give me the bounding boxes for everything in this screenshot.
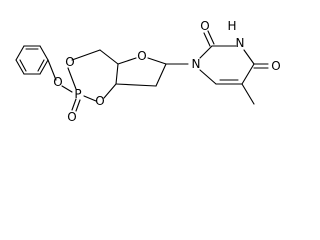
- phenyl-o-bond: [47, 59, 57, 81]
- molecule-drawing: O O P O O O N O H N O: [15, 19, 281, 124]
- c2-carbonyl-bond-a: [203, 32, 211, 47]
- furanose-ring: [115, 57, 167, 87]
- phosphoryl-bond-b: [75, 99, 81, 112]
- thymine-ring: [199, 45, 255, 85]
- methyl-bond: [241, 83, 255, 105]
- cyclic-phosphate-ring: [67, 49, 119, 102]
- atom-phosphorus: P: [74, 87, 81, 101]
- phosphoryl-bond-a: [71, 98, 77, 111]
- atom-h-n3: H: [227, 19, 236, 33]
- atom-o-phosphoryl: O: [67, 110, 76, 124]
- atom-o-c4: O: [271, 59, 280, 73]
- phenyl-ring: [15, 45, 49, 75]
- atom-o-furanose: O: [137, 49, 146, 63]
- o-p-bond: [61, 85, 73, 93]
- c2-carbonyl-bond-b: [207, 30, 215, 45]
- atom-o-ring-right: O: [95, 94, 104, 108]
- atom-n3: N: [236, 36, 245, 50]
- atom-n1: N: [192, 57, 201, 71]
- atom-o-ring-left: O: [65, 55, 74, 69]
- atom-o-c2: O: [200, 19, 209, 33]
- atom-o-phenoxy: O: [53, 75, 62, 89]
- chemical-structure-canvas: O O P O O O N O H N O: [15, 19, 281, 124]
